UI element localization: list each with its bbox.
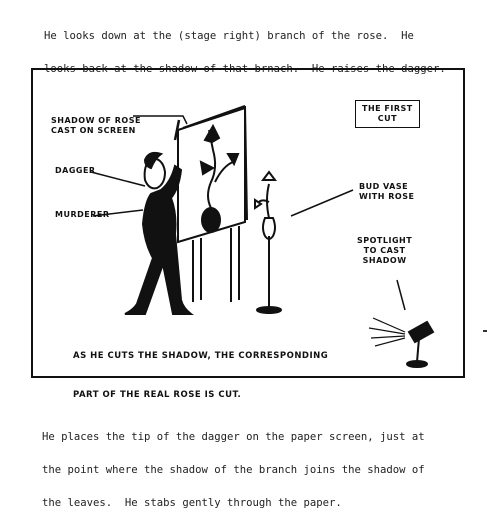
- stage-direction-line: the point where the shadow of the branch…: [42, 464, 425, 476]
- spotlight: [368, 317, 435, 368]
- stage-direction-line: the leaves. He stabs gently through the …: [42, 497, 342, 509]
- label-bud-vase: BUD VASE WITH ROSE: [359, 182, 415, 201]
- bud-vase: [254, 170, 282, 314]
- label-dagger: DAGGER: [55, 166, 96, 175]
- stage-direction-line: He places the tip of the dagger on the p…: [42, 431, 425, 443]
- label-spotlight: SPOTLIGHT TO CAST SHADOW: [357, 236, 413, 265]
- annotation-arrows: [90, 115, 406, 311]
- panel-caption: AS HE CUTS THE SHADOW, THE CORRESPONDING…: [73, 324, 328, 428]
- caption-line: AS HE CUTS THE SHADOW, THE CORRESPONDING: [73, 351, 329, 361]
- page-edge-mark: [483, 330, 487, 332]
- label-the-first-cut: THE FIRST CUT: [355, 100, 420, 128]
- murderer-figure: [124, 119, 194, 315]
- stage-direction-bottom: He places the tip of the dagger on the p…: [42, 410, 425, 520]
- stage-direction-line: He looks down at the (stage right) branc…: [44, 30, 414, 42]
- paper-screen: [177, 105, 248, 302]
- label-murderer: MURDERER: [55, 210, 110, 219]
- label-shadow-of-rose: SHADOW OF ROSE CAST ON SCREEN: [51, 116, 141, 135]
- caption-line: PART OF THE REAL ROSE IS CUT.: [73, 390, 242, 400]
- stage-sketch: [90, 105, 435, 368]
- rose-shadow: [199, 123, 240, 233]
- illustration-panel: SHADOW OF ROSE CAST ON SCREEN DAGGER MUR…: [31, 68, 465, 400]
